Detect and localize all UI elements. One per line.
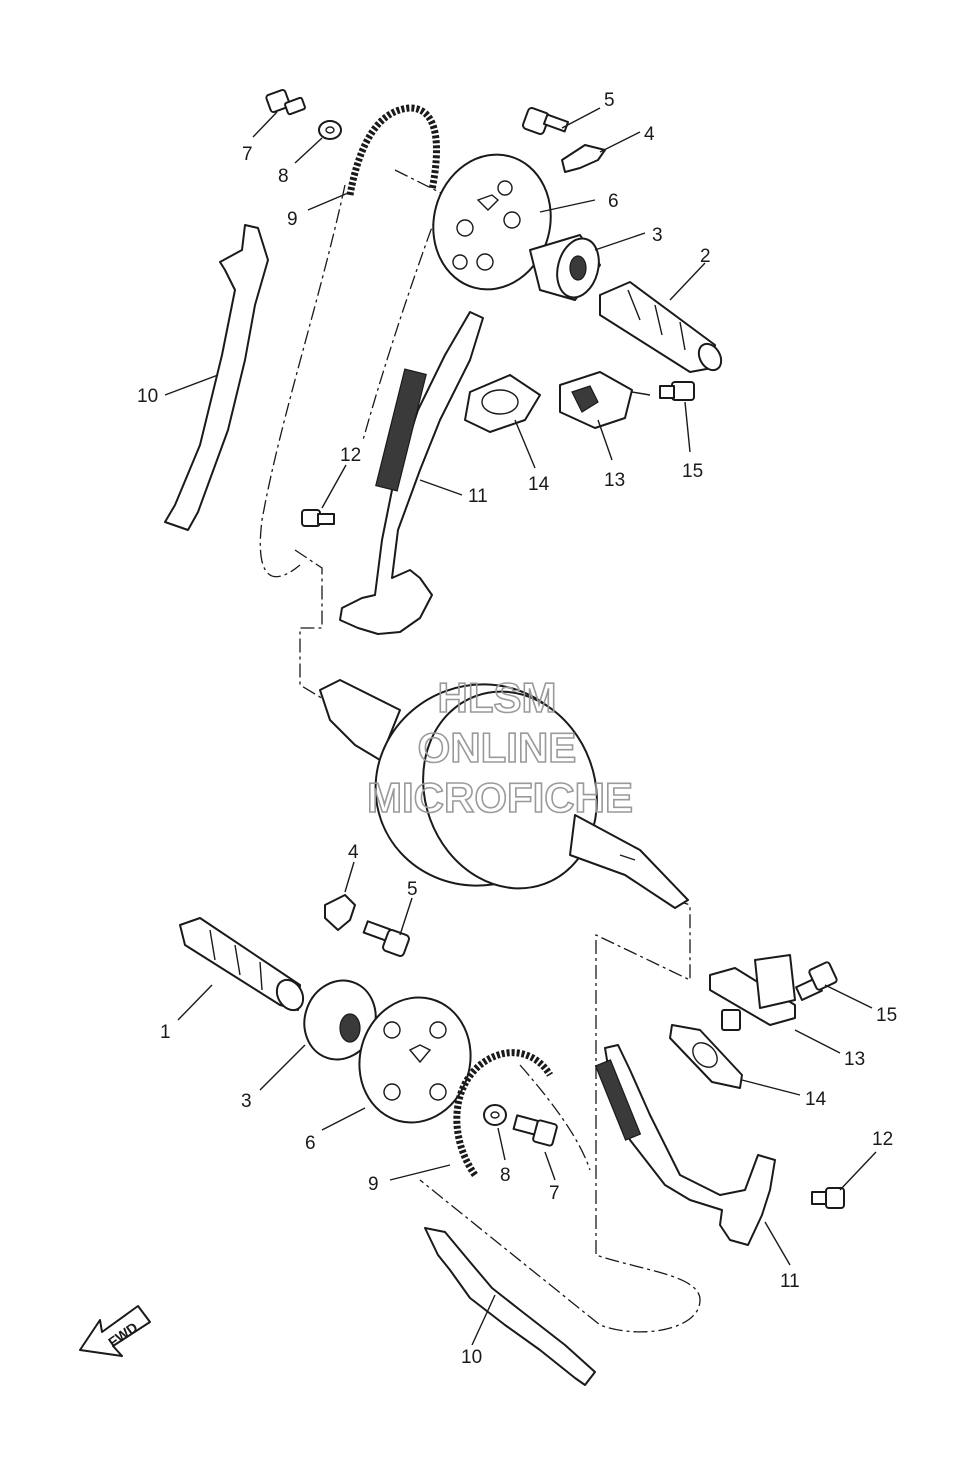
part-9-chain-bottom[interactable] [453,1049,553,1178]
callout-14-bottom: 14 [805,1089,827,1110]
callout-8-bottom: 8 [500,1165,511,1186]
callout-6-bottom: 6 [305,1133,316,1154]
part-6-sprocket-top[interactable] [418,141,565,302]
part-15-bolt-bottom[interactable] [795,961,838,1001]
part-3-collar-top[interactable] [529,234,605,302]
part-11-top-pad [375,368,427,492]
callout-11-top: 11 [468,486,488,507]
part-12-bolt-top[interactable] [301,509,335,527]
part-15-bolt-top[interactable] [659,381,695,401]
callout-7-bottom: 7 [549,1183,560,1204]
part-1-camshaft[interactable] [179,917,308,1015]
part-11-tensioner-guide-bottom[interactable] [604,1044,776,1246]
part-12-bolt-bottom[interactable] [811,1187,845,1209]
part-4-tab-top[interactable] [561,144,606,173]
callout-4-top: 4 [644,124,655,145]
callout-2-top: 2 [700,246,711,267]
part-7-bolt-top[interactable] [265,88,306,116]
callout-9-bottom: 9 [368,1174,379,1195]
watermark-line-3: MICROFICHE [367,774,633,821]
callout-10-top: 10 [137,386,158,407]
callout-3-bottom: 3 [241,1091,252,1112]
callout-13-bottom: 13 [844,1049,865,1070]
callout-6-top: 6 [608,191,619,212]
part-8-washer-top[interactable] [318,120,342,140]
callout-10-bottom: 10 [461,1347,482,1368]
watermark: HLSM ONLINE MICROFICHE [366,673,634,822]
callout-3-top: 3 [652,225,663,246]
callout-13-top: 13 [604,470,625,491]
part-10-chain-guide-bottom[interactable] [424,1227,596,1386]
part-13-tensioner-bottom[interactable] [709,954,796,1031]
callout-1-bottom: 1 [160,1022,171,1043]
assembly-lines [259,169,701,1333]
part-4-tab-bottom[interactable] [324,894,356,931]
callout-12-top: 12 [340,445,361,466]
watermark-line-2: ONLINE [418,724,577,771]
watermark-line-1: HLSM [438,674,557,721]
part-5-screw-bottom[interactable] [362,920,410,957]
part-9-chain-top[interactable] [346,104,440,196]
callout-8-top: 8 [278,166,289,187]
part-3-collar-bottom[interactable] [293,970,386,1069]
callout-7-top: 7 [242,144,253,165]
callout-labels: 7 8 9 5 4 6 3 2 10 12 11 14 13 15 4 5 1 … [137,90,897,1368]
leader-lines [164,107,877,1346]
part-2-camshaft[interactable] [599,281,726,374]
callout-14-top: 14 [528,474,550,495]
callout-15-top: 15 [682,461,703,482]
part-5-screw-top[interactable] [522,107,570,135]
part-14-gasket-bottom[interactable] [669,1024,743,1089]
part-8-washer-bottom[interactable] [483,1104,507,1126]
callout-11-bottom: 11 [780,1271,800,1292]
crankshaft[interactable] [319,655,689,915]
callout-5-top: 5 [604,90,615,111]
part-13-tensioner-top[interactable] [559,371,651,429]
part-14-gasket-top[interactable] [464,374,541,433]
part-11-tensioner-guide-top[interactable] [339,311,484,635]
callout-5-bottom: 5 [407,879,418,900]
callout-15-bottom: 15 [876,1005,897,1026]
part-10-chain-guide-top[interactable] [164,224,269,531]
fwd-arrow: FWD [79,1305,151,1357]
callout-9-top: 9 [287,209,298,230]
part-11-bottom-pad [594,1059,642,1141]
part-7-bolt-bottom[interactable] [512,1114,558,1147]
callout-4-bottom: 4 [348,842,359,863]
callout-12-bottom: 12 [872,1129,893,1150]
